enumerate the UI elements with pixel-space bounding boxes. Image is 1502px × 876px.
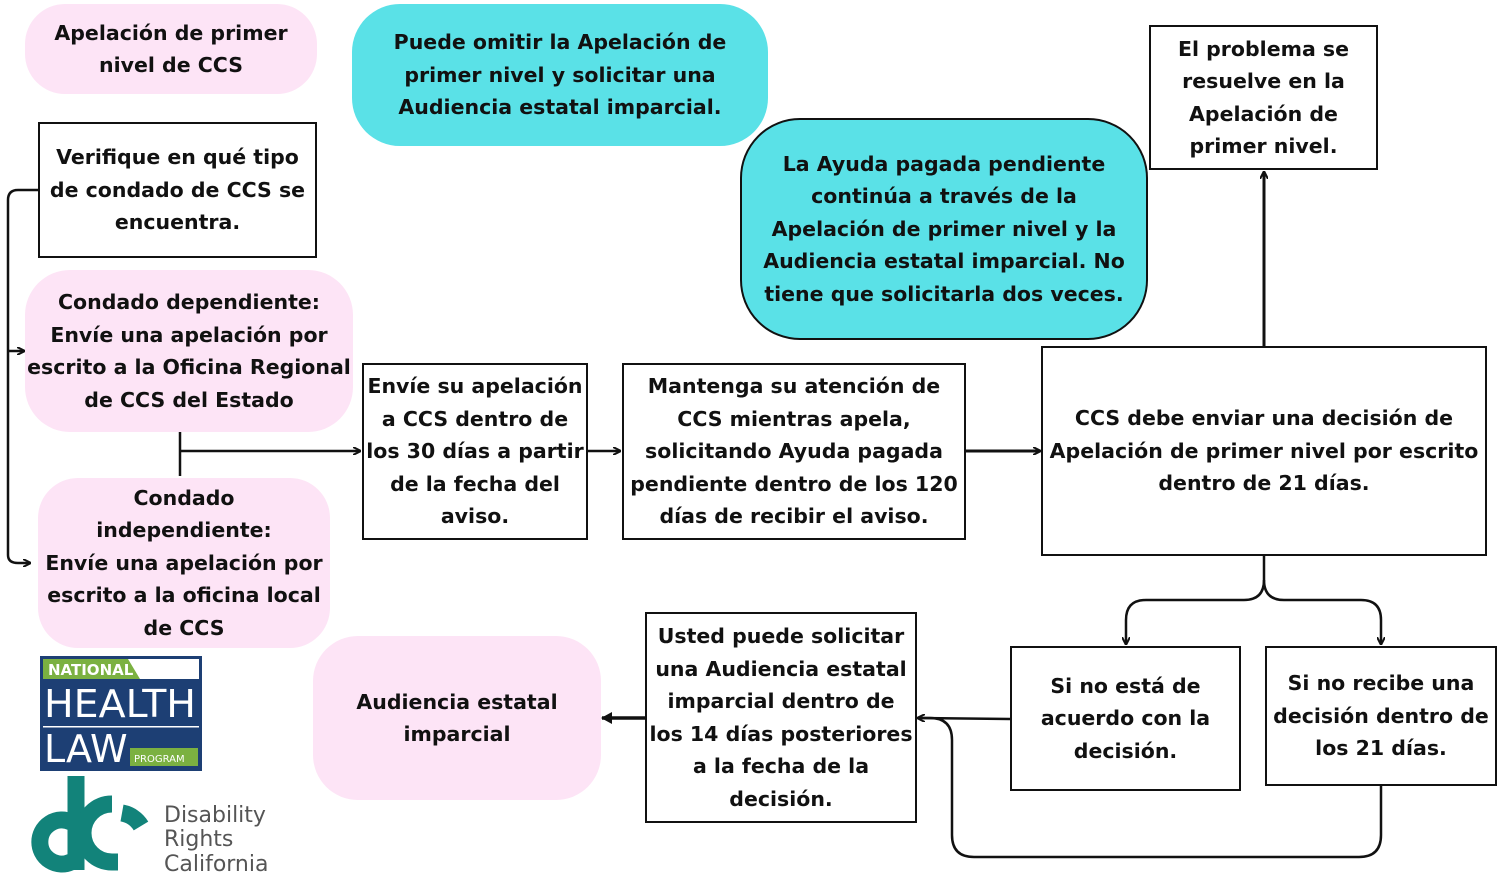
box-line: imparcial dentro de — [667, 689, 895, 713]
box-line: de la fecha del — [390, 471, 560, 496]
drc-line: California — [164, 852, 268, 876]
box-line: solicitando Ayuda pagada — [645, 439, 943, 464]
note-line: Audiencia estatal imparcial. — [398, 95, 722, 120]
box-line: los 14 días posteriores — [649, 721, 913, 746]
problem-resolved-box: El problema se resuelve en la Apelación de… — [1149, 25, 1378, 170]
box-line: Condado — [133, 485, 235, 510]
box-line: pendiente dentro de los 120 — [630, 471, 958, 496]
box-line: Apelación de primer nivel por escrito — [1049, 438, 1479, 463]
box-line: a CCS dentro de — [381, 406, 569, 431]
no-decision-box: Si no recibe una decisión dentro de los 21… — [1265, 646, 1497, 786]
box-line: encuentra. — [114, 210, 241, 235]
box-line: El problema se — [1177, 36, 1350, 61]
logo-program-text: PROGRAM — [134, 754, 185, 765]
national-health-law-program-logo: NATIONAL HEALTH LAW PROGRAM — [40, 656, 202, 771]
box-line: Si no recibe una — [1287, 671, 1475, 696]
bracket-connector — [6, 188, 38, 563]
box-line: Audiencia estatal — [356, 689, 558, 714]
disability-rights-california-logo: Disability Rights California — [31, 776, 268, 876]
note-line: tiene que solicitarla dos veces. — [764, 281, 1124, 306]
note-line: Puede omitir la Apelación de — [393, 30, 727, 55]
drc-line: Rights — [164, 827, 233, 852]
split-connector — [1126, 556, 1266, 644]
note-line: continúa a través de la — [811, 184, 1077, 209]
note-line: La Ayuda pagada pendiente — [782, 151, 1106, 176]
box-line: Verifique en qué tipo — [56, 145, 299, 170]
no-decision-loop — [918, 716, 1383, 859]
logo-law-text: LAW — [44, 727, 128, 771]
keep-care-box: Mantenga su atención de CCS mientras apel… — [622, 363, 966, 540]
first-level-appeal-title: Apelación de primer nivel de CCS — [25, 4, 317, 94]
box-line: una Audiencia estatal — [655, 656, 907, 681]
aid-paid-pending-note: La Ayuda pagada pendiente continúa a trav… — [740, 118, 1148, 340]
box-line: CCS mientras apela, — [677, 406, 911, 431]
title-line: Apelación de primer — [54, 20, 288, 45]
box-line: Si no está de — [1050, 673, 1201, 698]
logo-health-text: HEALTH — [44, 682, 196, 726]
box-line: primer nivel. — [1189, 134, 1338, 158]
box-line: aviso. — [440, 504, 510, 529]
box-line: los 21 días. — [1315, 736, 1447, 761]
note-line: Apelación de primer nivel y la — [771, 216, 1117, 241]
box-line: de CCS del Estado — [84, 387, 294, 412]
box-line: a la fecha de la — [692, 754, 870, 778]
box-line: escrito a la oficina local — [47, 583, 321, 608]
state-hearing-box: Audiencia estatal imparcial — [313, 636, 601, 800]
box-line: decisión dentro de — [1273, 703, 1489, 728]
disagree-box: Si no está de acuerdo con la decisión. — [1010, 646, 1241, 791]
box-line: de CCS — [143, 615, 225, 640]
title-line: nivel de CCS — [98, 53, 243, 77]
box-line: días de recibir el aviso. — [659, 504, 929, 529]
note-line: primer nivel y solicitar una — [404, 62, 716, 87]
box-line: Mantenga su atención de — [647, 374, 941, 399]
box-line: dentro de 21 días. — [1158, 471, 1370, 496]
independent-county-box: Condado independiente: Envíe una apelación… — [38, 478, 330, 648]
box-line: escrito a la Oficina Regional — [27, 355, 351, 379]
box-line: Envíe una apelación por — [50, 322, 328, 347]
logo-national-text: NATIONAL — [48, 661, 134, 679]
ccs-decision-box: CCS debe enviar una decisión de Apelación… — [1041, 346, 1487, 556]
skip-first-level-note: Puede omitir la Apelación de primer nivel… — [352, 4, 768, 146]
box-line: decisión. — [1073, 738, 1178, 763]
drc-line: Disability — [164, 803, 266, 828]
send-appeal-box: Envíe su apelación a CCS dentro de los 30 … — [362, 363, 588, 540]
note-line: Audiencia estatal imparcial. No — [763, 249, 1125, 274]
request-hearing-box: Usted puede solicitar una Audiencia estat… — [645, 612, 917, 823]
box-line: resuelve en la — [1182, 69, 1345, 93]
box-line: Apelación de — [1189, 101, 1338, 126]
box-line: Envíe una apelación por — [45, 550, 323, 575]
box-line: Envíe su apelación — [367, 374, 583, 399]
box-line: imparcial — [403, 722, 511, 746]
box-line: CCS debe enviar una decisión de — [1074, 406, 1454, 431]
box-line: Condado dependiente: — [58, 290, 320, 314]
box-line: acuerdo con la — [1040, 706, 1211, 731]
box-line: de condado de CCS se — [49, 177, 306, 202]
box-line: Usted puede solicitar — [657, 624, 905, 648]
box-line: independiente: — [96, 518, 272, 543]
box-line: decisión. — [729, 786, 833, 811]
box-line: los 30 días a partir — [366, 439, 584, 464]
dependent-county-box: Condado dependiente: Envíe una apelación … — [25, 270, 353, 432]
check-county-box: Verifique en qué tipo de condado de CCS s… — [38, 122, 317, 258]
